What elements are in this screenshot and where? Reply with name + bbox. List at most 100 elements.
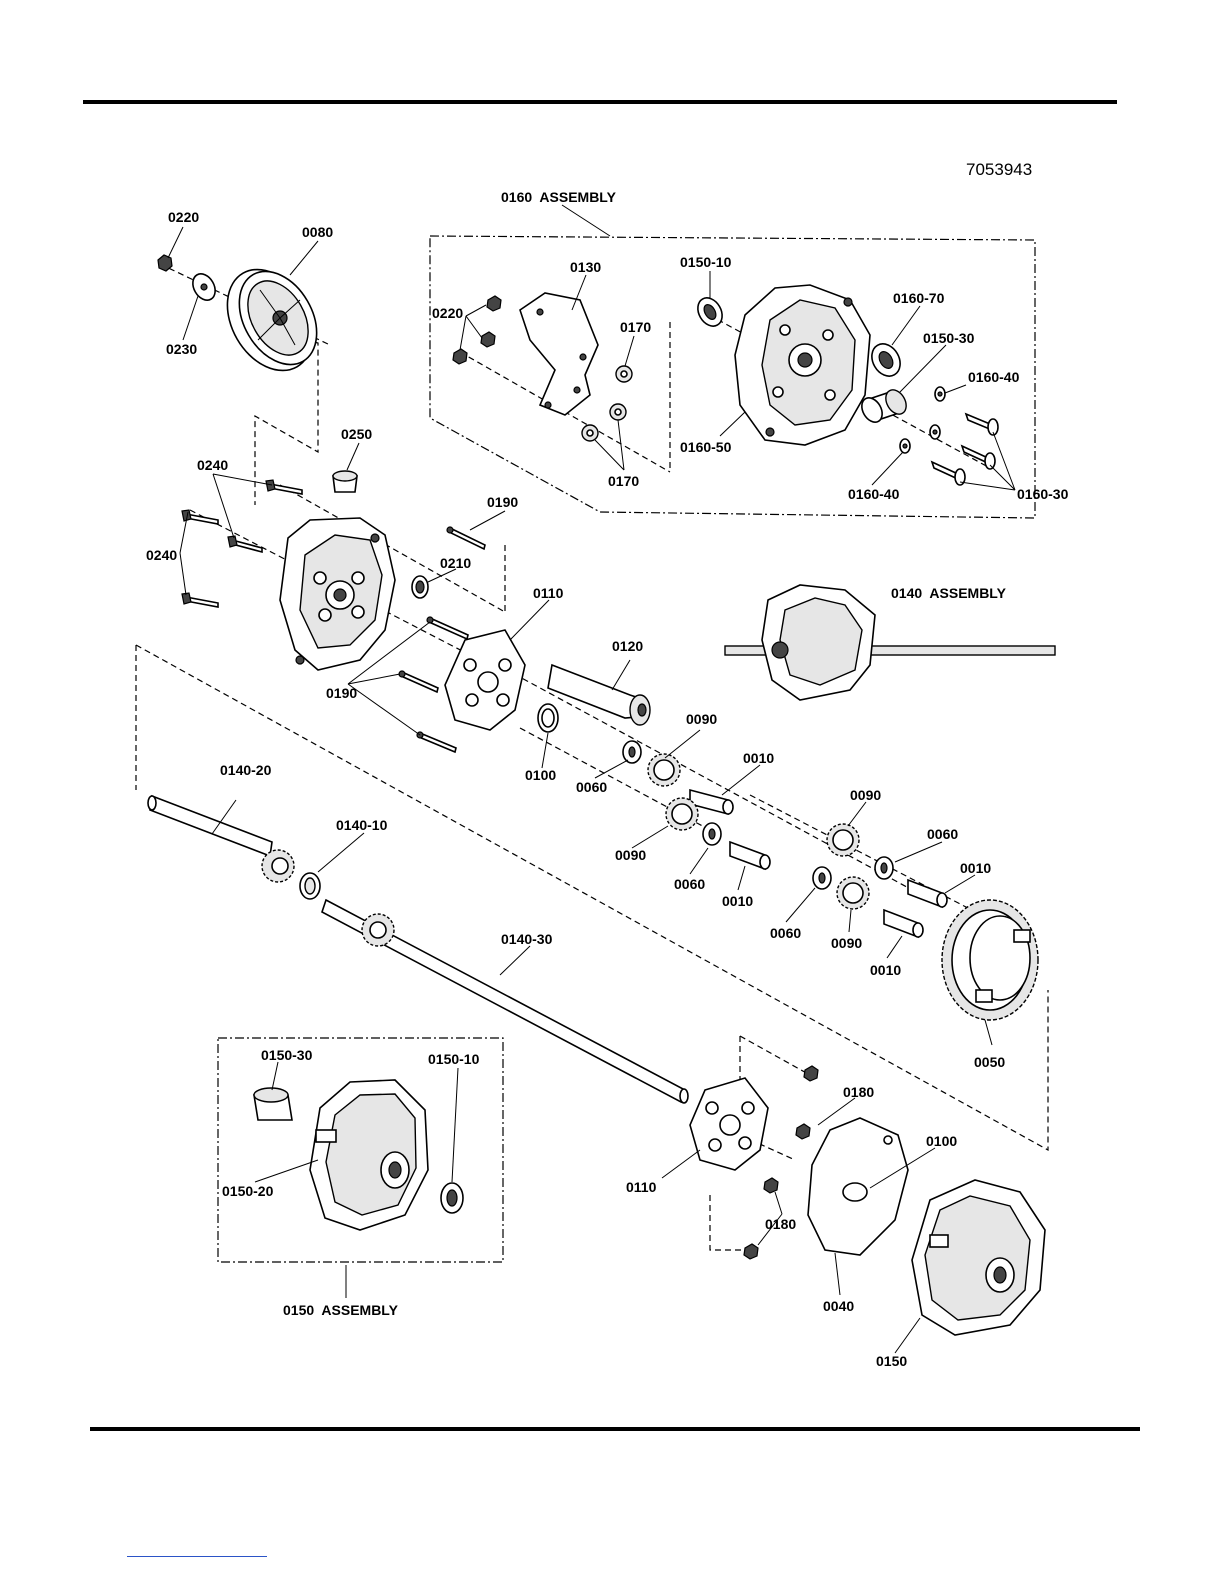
footer-link-underline[interactable] — [127, 1556, 267, 1557]
label-0180-b[interactable]: 0180 — [765, 1216, 796, 1232]
label-0010-c[interactable]: 0010 — [960, 860, 991, 876]
part-0090-gear-c[interactable] — [826, 823, 860, 857]
part-left-housing[interactable] — [279, 517, 396, 671]
part-0090-gear-b[interactable] — [665, 797, 699, 831]
label-0160-70[interactable]: 0160-70 — [893, 290, 945, 306]
part-0160-40-washer-c[interactable] — [899, 438, 911, 454]
part-0050-ring-gear[interactable] — [941, 899, 1039, 1021]
part-0160-30-pin-b[interactable] — [960, 444, 996, 470]
part-0010-pin-c[interactable] — [907, 878, 948, 909]
part-0180-nut-d[interactable] — [743, 1243, 759, 1260]
label-0190[interactable]: 0190 — [487, 494, 518, 510]
label-0190-b[interactable]: 0190 — [326, 685, 357, 701]
label-0150-30[interactable]: 0150-30 — [923, 330, 975, 346]
part-0150-10-bearing-lower[interactable] — [440, 1182, 464, 1214]
label-0240[interactable]: 0240 — [197, 457, 228, 473]
label-0240-b[interactable]: 0240 — [146, 547, 177, 563]
part-0140-20-shaft[interactable] — [147, 794, 295, 883]
label-0160-30[interactable]: 0160-30 — [1017, 486, 1069, 502]
part-0080-pulley[interactable] — [210, 254, 332, 386]
part-0170-washer-b[interactable] — [609, 403, 627, 421]
label-0140-assembly[interactable]: 0140 ASSEMBLY — [891, 585, 1007, 601]
part-0180-nut-c[interactable] — [763, 1177, 779, 1194]
part-0150-cover[interactable] — [911, 1179, 1046, 1336]
part-0060-bushing-b[interactable] — [702, 822, 722, 846]
label-0250[interactable]: 0250 — [341, 426, 372, 442]
part-0160-40-washer-a[interactable] — [934, 386, 946, 402]
label-0060-b[interactable]: 0060 — [674, 876, 705, 892]
part-0210-seal[interactable] — [411, 575, 429, 599]
part-0140-30-shaft[interactable] — [321, 898, 689, 1104]
part-0160-30-pin-c[interactable] — [930, 460, 966, 486]
part-0010-pin-a[interactable] — [689, 788, 734, 816]
part-0150-30-bushing[interactable] — [253, 1087, 293, 1121]
label-0090[interactable]: 0090 — [686, 711, 717, 727]
label-0220-b[interactable]: 0220 — [432, 305, 463, 321]
label-0130[interactable]: 0130 — [570, 259, 601, 275]
label-0150[interactable]: 0150 — [876, 1353, 907, 1369]
label-0090-c[interactable]: 0090 — [850, 787, 881, 803]
label-0100-b[interactable]: 0100 — [926, 1133, 957, 1149]
label-0060[interactable]: 0060 — [576, 779, 607, 795]
part-0170-washer-c[interactable] — [581, 424, 599, 442]
label-0060-d[interactable]: 0060 — [770, 925, 801, 941]
label-0010-b[interactable]: 0010 — [722, 893, 753, 909]
part-0250-plug[interactable] — [332, 470, 358, 493]
part-0220-nut-a[interactable] — [486, 295, 502, 312]
part-0220-nut-b[interactable] — [480, 331, 496, 348]
label-0140-20[interactable]: 0140-20 — [220, 762, 272, 778]
label-0080[interactable]: 0080 — [302, 224, 333, 240]
part-0100-snap-ring[interactable] — [537, 703, 559, 733]
label-0010-d[interactable]: 0010 — [870, 962, 901, 978]
part-0090-gear-a[interactable] — [647, 753, 681, 787]
label-0090-d[interactable]: 0090 — [831, 935, 862, 951]
part-0150-20-cover[interactable] — [309, 1079, 429, 1231]
part-0130-bracket[interactable] — [519, 292, 599, 416]
label-0160-50[interactable]: 0160-50 — [680, 439, 732, 455]
part-0240-bolt-d[interactable] — [181, 592, 219, 608]
part-0170-washer-a[interactable] — [615, 365, 633, 383]
label-0110[interactable]: 0110 — [533, 585, 564, 601]
label-0160-40-b[interactable]: 0160-40 — [848, 486, 900, 502]
part-0140-10-bushing[interactable] — [299, 872, 321, 900]
part-0190-screw-d[interactable] — [416, 731, 457, 754]
label-0150-assembly[interactable]: 0150 ASSEMBLY — [283, 1302, 399, 1318]
label-0150-20[interactable]: 0150-20 — [222, 1183, 274, 1199]
part-0180-nut-a[interactable] — [803, 1065, 819, 1082]
part-0160-40-washer-b[interactable] — [929, 424, 941, 440]
part-0180-nut-b[interactable] — [795, 1123, 811, 1140]
part-0190-screw-c[interactable] — [398, 670, 439, 694]
part-0240-bolt-b[interactable] — [181, 509, 219, 525]
part-0160-70-bearing[interactable] — [866, 339, 906, 381]
label-0210[interactable]: 0210 — [440, 555, 471, 571]
label-0160-assembly[interactable]: 0160 ASSEMBLY — [501, 189, 617, 205]
label-0230[interactable]: 0230 — [166, 341, 197, 357]
label-0140-30[interactable]: 0140-30 — [501, 931, 553, 947]
part-0220-nut-c[interactable] — [452, 348, 468, 365]
label-0100[interactable]: 0100 — [525, 767, 556, 783]
label-0150-10-b[interactable]: 0150-10 — [428, 1051, 480, 1067]
part-0230-washer[interactable] — [188, 270, 219, 304]
part-0060-bushing-d[interactable] — [812, 866, 832, 890]
part-0220-nut[interactable] — [157, 254, 173, 272]
label-0150-10[interactable]: 0150-10 — [680, 254, 732, 270]
label-0160-40[interactable]: 0160-40 — [968, 369, 1020, 385]
label-0110-b[interactable]: 0110 — [626, 1179, 657, 1195]
part-0060-bushing-c[interactable] — [874, 856, 894, 880]
part-0090-gear-d[interactable] — [836, 876, 870, 910]
part-0240-bolt-a[interactable] — [265, 479, 303, 495]
label-0010[interactable]: 0010 — [743, 750, 774, 766]
part-0160-30-pin-a[interactable] — [964, 412, 999, 436]
label-0120[interactable]: 0120 — [612, 638, 643, 654]
part-0060-bushing-a[interactable] — [622, 740, 642, 764]
part-0140-assembly[interactable] — [724, 584, 1056, 701]
part-0040-gasket[interactable] — [807, 1117, 909, 1256]
label-0150-30-b[interactable]: 0150-30 — [261, 1047, 313, 1063]
part-0240-bolt-c[interactable] — [227, 535, 263, 554]
part-0110-carrier-plate-lower[interactable] — [689, 1077, 769, 1171]
label-0050[interactable]: 0050 — [974, 1054, 1005, 1070]
label-0060-c[interactable]: 0060 — [927, 826, 958, 842]
part-0110-carrier-plate[interactable] — [444, 629, 526, 731]
label-0090-b[interactable]: 0090 — [615, 847, 646, 863]
label-0170[interactable]: 0170 — [620, 319, 651, 335]
